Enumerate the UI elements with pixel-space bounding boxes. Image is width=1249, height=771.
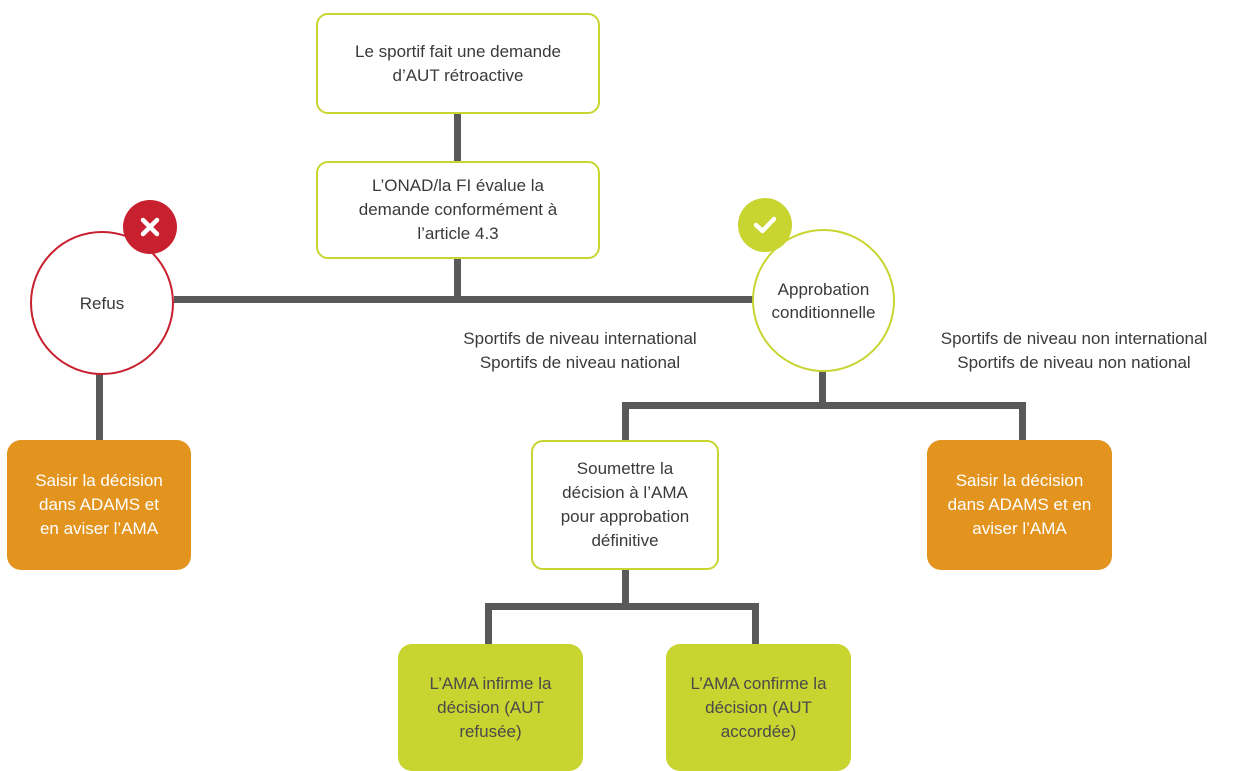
close-icon: [123, 200, 177, 254]
connector-refusal-down: [96, 372, 103, 442]
non-international-label: Sportifs de niveau non international Spo…: [902, 327, 1246, 375]
connector-start-evaluate: [454, 114, 461, 162]
submit-wada-box: Soumettre la décision à l’AMA pour appro…: [531, 440, 719, 570]
enter-approval-box: Saisir la décision dans ADAMS et en avis…: [927, 440, 1112, 570]
wada-reverses-box: L’AMA infirme la décision (AUT refusée): [398, 644, 583, 771]
start-box: Le sportif fait une demande d’AUT rétroa…: [316, 13, 600, 114]
refusal-circle: Refus: [30, 231, 174, 375]
wada-confirms-text: L’AMA confirme la décision (AUT accordée…: [690, 673, 827, 741]
wada-confirms-box: L’AMA confirme la décision (AUT accordée…: [666, 644, 851, 771]
evaluate-text: L’ONAD/la FI évalue la demande conformém…: [358, 176, 558, 243]
connector-final-horizontal: [485, 603, 759, 610]
refusal-text: Refus: [79, 293, 125, 313]
enter-refusal-box: Saisir la décision dans ADAMS et en avis…: [7, 440, 191, 570]
label-national: Sportifs de niveau national: [479, 353, 681, 372]
connector-submit-down: [622, 570, 629, 608]
connector-to-reverses: [485, 603, 492, 645]
connector-approval-horizontal: [622, 402, 1026, 409]
connector-evaluate-main: [454, 258, 461, 300]
label-international: Sportifs de niveau international: [463, 329, 697, 348]
international-national-label: Sportifs de niveau international Sportif…: [420, 327, 740, 375]
evaluate-box: L’ONAD/la FI évalue la demande conformém…: [316, 161, 600, 259]
enter-approval-text: Saisir la décision dans ADAMS et en avis…: [947, 471, 1092, 538]
label-non-international: Sportifs de niveau non international: [940, 329, 1208, 348]
approval-circle: Approbation conditionnelle: [752, 229, 895, 372]
submit-wada-text: Soumettre la décision à l’AMA pour appro…: [560, 459, 690, 550]
check-icon: [738, 198, 792, 252]
label-non-national: Sportifs de niveau non national: [957, 353, 1191, 372]
connector-to-confirms: [752, 603, 759, 645]
approval-text: Approbation conditionnelle: [771, 279, 876, 322]
enter-refusal-text: Saisir la décision dans ADAMS et en avis…: [35, 471, 163, 538]
connector-to-enter-approval: [1019, 402, 1026, 442]
connector-main-horizontal: [174, 296, 754, 303]
connector-approval-down: [819, 370, 826, 406]
wada-reverses-text: L’AMA infirme la décision (AUT refusée): [429, 673, 552, 741]
connector-to-submit: [622, 402, 629, 440]
start-text: Le sportif fait une demande d’AUT rétroa…: [354, 41, 562, 85]
